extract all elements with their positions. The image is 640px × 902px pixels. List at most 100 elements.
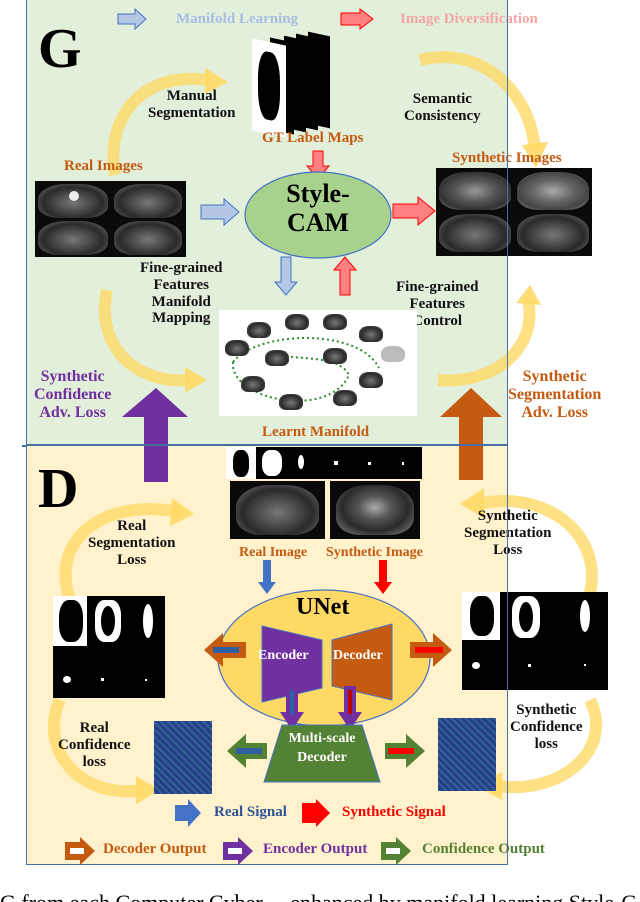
- decoder-output-right-arrow-icon: [410, 633, 452, 667]
- real-confidence-map: [154, 721, 212, 794]
- real-image-label: Real Image: [239, 545, 308, 560]
- confidence-output-legend-icon: [381, 837, 411, 865]
- synthetic-signal-legend-label: Synthetic Signal: [342, 804, 446, 820]
- fine-grained-mapping-label: Fine-grained Features Manifold Mapping: [140, 260, 223, 327]
- red-up-arrow-icon: [332, 256, 358, 296]
- learnt-manifold-image: [219, 310, 417, 416]
- real-images-grid: [35, 181, 186, 257]
- label-line: Control: [412, 312, 463, 329]
- decoder-output-legend-icon: [65, 837, 95, 865]
- synthetic-segmentation-adv-loss-label: Synthetic Segmentation Adv. Loss: [508, 368, 601, 422]
- image-diversification-label: Image Diversification: [400, 11, 538, 27]
- label-line: Real: [79, 720, 109, 736]
- label-line: Segmentation: [508, 385, 602, 403]
- decoder-label: Decoder: [333, 648, 383, 663]
- label-line: Synthetic: [522, 368, 587, 385]
- loop-arrow-manifold-mapping: [99, 288, 207, 393]
- loop-arrow-real-segmentation: [59, 498, 194, 602]
- style-cam-node: [244, 171, 392, 259]
- synthetic-segmentation-output: [462, 592, 608, 690]
- encoder-block: [261, 625, 323, 703]
- fine-grained-control-label: Fine-grained Features Control: [396, 279, 479, 329]
- label-line: Features: [153, 276, 210, 293]
- label-line: Manifold: [151, 293, 211, 310]
- synthetic-signal-legend-icon: [302, 799, 330, 827]
- real-image-scan: [230, 481, 325, 539]
- semantic-consistency-label: Semantic Consistency: [404, 91, 481, 125]
- discriminator-panel-border: [26, 445, 508, 865]
- label-line: Confidence: [34, 385, 112, 403]
- real-signal-legend-label: Real Signal: [214, 804, 287, 820]
- synthetic-confidence-map: [438, 718, 496, 791]
- purple-up-arrow-icon: [122, 388, 188, 482]
- synthetic-image-scan: [330, 481, 420, 539]
- synthetic-signal-down-arrow-icon: [374, 560, 392, 594]
- figure-caption-clipped: G from each Computer Cyber ... enhanced …: [0, 884, 640, 902]
- label-line: Synthetic: [516, 702, 577, 718]
- encoder-output-legend-icon: [223, 837, 253, 865]
- real-images-label: Real Images: [64, 158, 143, 174]
- loop-arrow-synthetic-segmentation: [460, 488, 598, 602]
- red-arrow-icon: [340, 7, 374, 31]
- label-line: Semantic: [412, 91, 472, 107]
- real-signal-legend-icon: [175, 799, 201, 827]
- real-segmentation-output: [53, 596, 165, 698]
- manifold-learning-label: Manifold Learning: [176, 11, 299, 27]
- multiscale-decoder-label: Multi-scale Decoder: [262, 730, 382, 768]
- style-cam-label: Style- CAM: [243, 179, 393, 237]
- label-line: Loss: [117, 551, 147, 568]
- blue-right-arrow-icon: [200, 197, 240, 227]
- figure-caption: G from each Computer Cyber ... enhanced …: [0, 890, 640, 902]
- label-line: Real: [117, 518, 147, 534]
- synthetic-confidence-loss-label: Synthetic Confidence loss: [510, 702, 583, 752]
- loop-arrow-semantic-consistency: [418, 51, 548, 168]
- label-line: Segmentation: [88, 534, 176, 551]
- segmentation-mask-strip: [226, 447, 422, 479]
- label-line: Fine-grained: [140, 260, 223, 276]
- label-line: loss: [534, 735, 558, 752]
- confidence-output-left-arrow-icon: [227, 734, 267, 768]
- learnt-manifold-label: Learnt Manifold: [262, 424, 370, 440]
- label-line: Segmentation: [148, 104, 236, 121]
- encoder-label: Encoder: [258, 648, 309, 663]
- loop-arrow-features-control: [437, 285, 541, 387]
- label-line: Synthetic: [40, 368, 105, 385]
- label-line: Decoder: [297, 749, 347, 765]
- label-line: Adv. Loss: [39, 403, 107, 421]
- confidence-output-right-arrow-icon: [385, 734, 425, 768]
- confidence-output-legend-label: Confidence Output: [422, 841, 545, 857]
- label-line: Style-: [286, 179, 350, 208]
- label-line: Mapping: [152, 310, 211, 327]
- label-line: Fine-grained: [396, 279, 479, 295]
- decoder-output-down-arrow-icon: [338, 686, 362, 730]
- label-line: Multi-scale: [288, 731, 356, 746]
- decoder-output-legend-label: Decoder Output: [103, 841, 207, 857]
- generator-panel-letter: G: [38, 18, 82, 80]
- real-signal-down-arrow-icon: [258, 560, 276, 594]
- multiscale-decoder-node: [263, 724, 381, 783]
- synthetic-confidence-adv-loss-label: Synthetic Confidence Adv. Loss: [34, 368, 111, 422]
- label-line: CAM: [286, 207, 350, 237]
- label-line: Confidence: [510, 718, 583, 735]
- real-confidence-loss-label: Real Confidence loss: [58, 720, 131, 770]
- generator-panel-border: [26, 0, 508, 445]
- label-line: Manual: [166, 88, 217, 104]
- real-segmentation-loss-label: Real Segmentation Loss: [88, 518, 176, 568]
- synthetic-images-label: Synthetic Images: [452, 150, 562, 166]
- red-right-arrow-icon: [392, 195, 436, 227]
- discriminator-panel-letter: D: [38, 458, 79, 520]
- orange-up-arrow-icon: [440, 388, 502, 480]
- label-line: Consistency: [404, 107, 481, 124]
- decoder-output-left-arrow-icon: [204, 633, 246, 667]
- decoder-block: [331, 623, 393, 701]
- label-line: Confidence: [58, 736, 131, 753]
- manual-segmentation-label: Manual Segmentation: [148, 88, 236, 122]
- blue-down-arrow-icon: [273, 256, 299, 296]
- gt-label-maps-label: GT Label Maps: [262, 130, 364, 146]
- loop-arrow-manual-segmentation: [107, 68, 228, 177]
- synthetic-image-label: Synthetic Image: [326, 545, 423, 560]
- encoder-output-down-arrow-icon: [280, 686, 304, 730]
- label-line: Features: [409, 295, 466, 312]
- blue-arrow-icon: [117, 7, 147, 31]
- synthetic-images-grid: [436, 168, 592, 256]
